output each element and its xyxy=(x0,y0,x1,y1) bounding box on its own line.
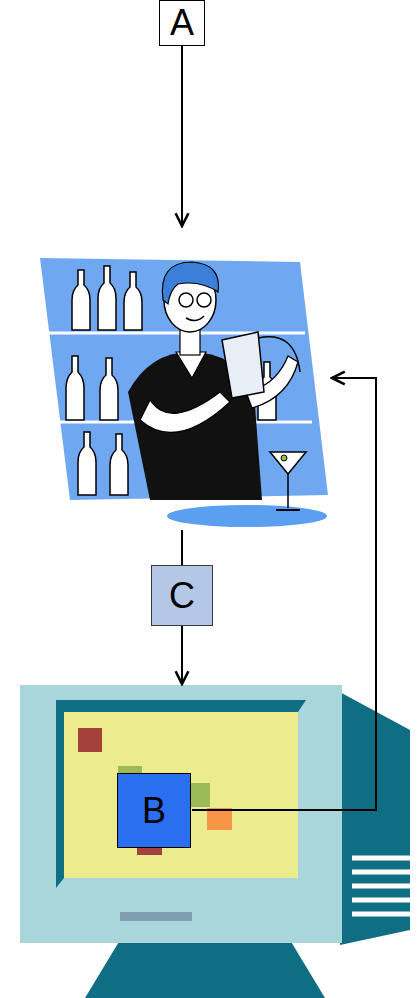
computer-illustration xyxy=(20,685,410,998)
node-label: C xyxy=(169,578,195,614)
monitor-side xyxy=(336,690,410,945)
shelf xyxy=(48,332,305,335)
label-box: C xyxy=(151,565,213,626)
window-icon xyxy=(78,728,102,752)
screen-bezel xyxy=(56,700,306,888)
bottle xyxy=(100,358,118,420)
arm xyxy=(140,392,230,432)
arrow-line xyxy=(181,44,183,226)
vent xyxy=(352,870,410,875)
window-icon xyxy=(207,808,232,830)
label-box: A xyxy=(159,0,205,46)
monitor-base xyxy=(85,940,325,998)
glass-foot xyxy=(276,509,300,511)
glasses xyxy=(179,293,193,307)
bottle xyxy=(98,266,116,330)
vent xyxy=(352,856,410,861)
glasses xyxy=(197,293,211,307)
monitor-button xyxy=(120,912,192,921)
window-box: B xyxy=(117,773,191,848)
vents xyxy=(352,858,410,914)
martini-glass xyxy=(270,452,306,474)
bottle xyxy=(66,356,84,420)
screen xyxy=(64,712,298,878)
bartender-illustration xyxy=(40,258,328,527)
bottle xyxy=(124,272,142,330)
bottle xyxy=(78,432,96,495)
bottle xyxy=(110,434,128,495)
collar xyxy=(176,352,206,378)
vent xyxy=(352,912,410,917)
arrow-line xyxy=(181,626,183,684)
bar-counter xyxy=(167,505,327,527)
glass-stem xyxy=(287,474,289,508)
window-icon xyxy=(188,783,210,807)
flow-lines xyxy=(182,44,376,810)
feedback-line xyxy=(192,378,376,810)
shaker-lid xyxy=(258,337,300,372)
bottle xyxy=(72,270,90,330)
monitor-case xyxy=(20,685,342,943)
vent xyxy=(352,884,410,889)
node-label: A xyxy=(170,5,194,41)
connector-line xyxy=(181,530,183,565)
olive xyxy=(281,455,287,461)
node-label: B xyxy=(142,793,166,829)
bar-background xyxy=(40,258,328,500)
mouth xyxy=(186,316,204,321)
shaker xyxy=(222,332,264,398)
vent xyxy=(352,898,410,903)
